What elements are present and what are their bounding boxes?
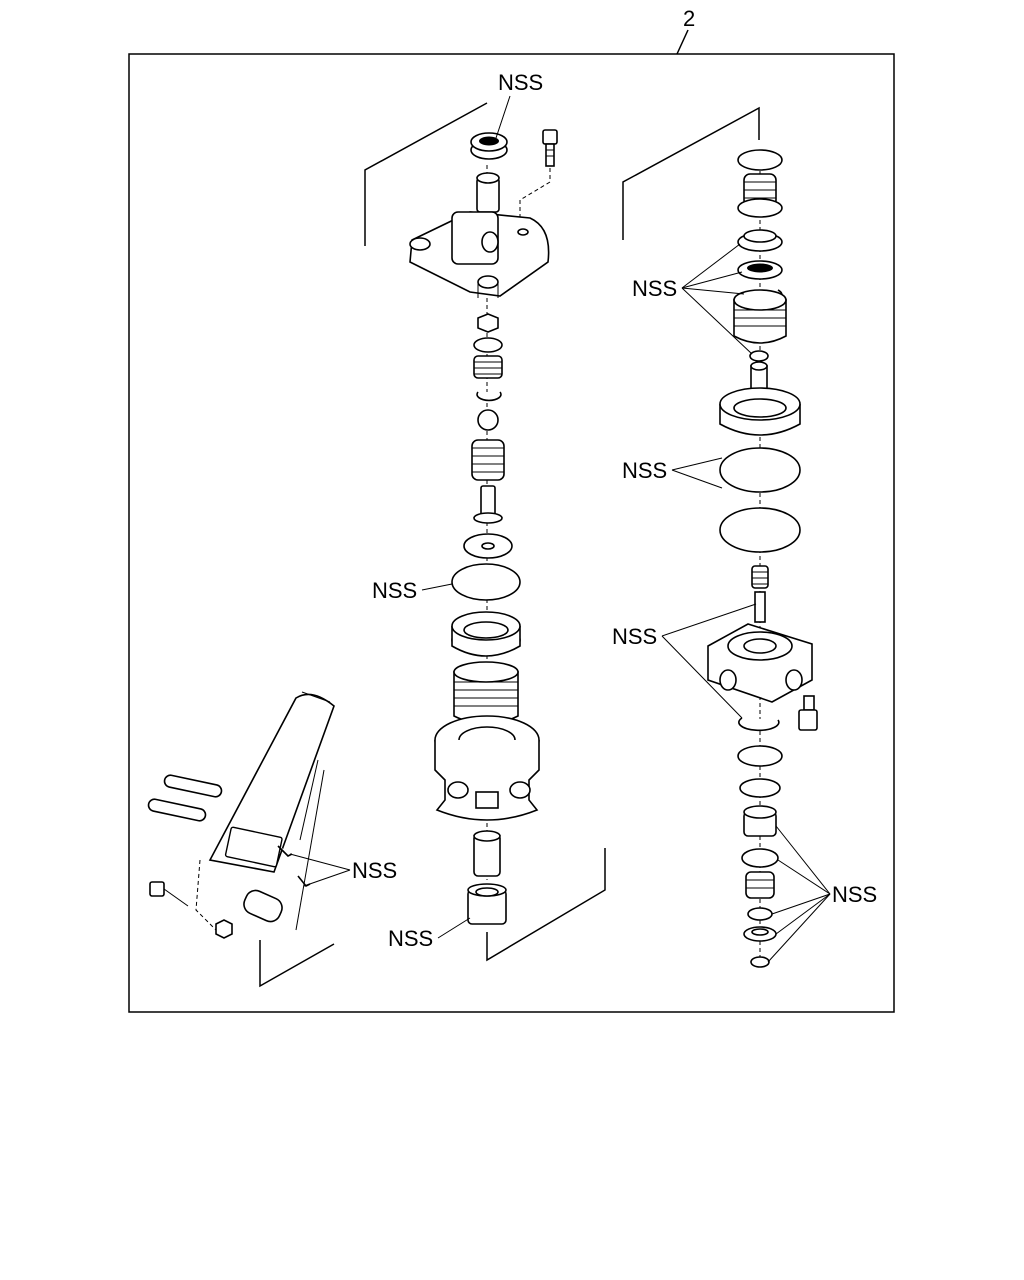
washer-right-b: [739, 778, 781, 798]
guide-right: [743, 805, 777, 837]
piston-spring: [453, 661, 519, 725]
nss-label-right-middle: NSS: [622, 458, 667, 483]
clevis-pin: [243, 889, 283, 923]
nss-label-bottom-bushing: NSS: [388, 926, 433, 951]
pedal-assembly: [147, 691, 335, 988]
washer: [473, 337, 503, 353]
spring-seat: [477, 409, 499, 431]
seat-right: [743, 926, 777, 942]
cup-seal-right: [737, 229, 783, 252]
center-valve-assembly: [364, 102, 606, 962]
snap-ring: [476, 391, 502, 402]
ring-top-right: [737, 149, 783, 171]
small-washer-right: [747, 907, 773, 921]
center-group-bracket-bottom: [486, 848, 606, 962]
cover-housing: [409, 211, 550, 298]
item-number-leader: [676, 29, 689, 55]
bolt: [519, 129, 558, 230]
washer-right-a: [737, 745, 783, 767]
inner-spring-upper: [473, 355, 503, 379]
piston: [451, 611, 521, 657]
spring-right-bottom: [745, 871, 775, 899]
nss-label-right-lower: NSS: [612, 624, 657, 649]
pivot-pin-upper: [163, 774, 223, 798]
pedal-nut: [215, 919, 233, 939]
right-valve-assembly: [622, 106, 818, 968]
valve-body: [434, 715, 540, 821]
pedal-arm: [208, 693, 335, 873]
center-group-bracket-top: [364, 102, 488, 246]
tiny-ring-right: [750, 956, 770, 968]
spring-top-right: [737, 173, 783, 218]
pivot-pin-lower: [147, 798, 207, 822]
right-group-bracket-top: [622, 106, 760, 240]
large-o-ring-right-a: [719, 447, 801, 493]
piston-right: [719, 361, 801, 436]
pedal-bolt: [149, 881, 189, 907]
nss-label-pedal: NSS: [352, 858, 397, 883]
o-ring-right-small: [741, 848, 779, 868]
bottom-bushing: [467, 883, 507, 925]
nss-label-top: NSS: [498, 70, 543, 95]
snap-ring-lower-right: [738, 717, 780, 732]
valve-stem: [473, 485, 503, 524]
o-ring-center: [451, 563, 521, 601]
bolt-right: [798, 695, 818, 731]
plunger: [476, 172, 500, 213]
spring-right-middle: [733, 289, 787, 344]
nss-label-oring-left: NSS: [372, 578, 417, 603]
pedal-bracket: [224, 826, 283, 868]
spring-lower: [471, 439, 505, 481]
nss-label-right-bottom: NSS: [832, 882, 877, 907]
sleeve: [473, 830, 501, 877]
pedal-group-bracket: [259, 940, 335, 988]
large-o-ring-right-b: [719, 507, 801, 553]
small-spring-right: [751, 565, 769, 589]
valve-disc: [463, 533, 513, 559]
ring-seal-right: [737, 260, 783, 280]
lower-body-right: [707, 591, 813, 703]
top-seal: [470, 132, 508, 160]
nut: [477, 313, 499, 333]
small-ring-right: [749, 350, 769, 362]
item-number: 2: [683, 6, 695, 31]
nss-label-right-upper: NSS: [632, 276, 677, 301]
diagram-frame: [128, 53, 895, 1013]
